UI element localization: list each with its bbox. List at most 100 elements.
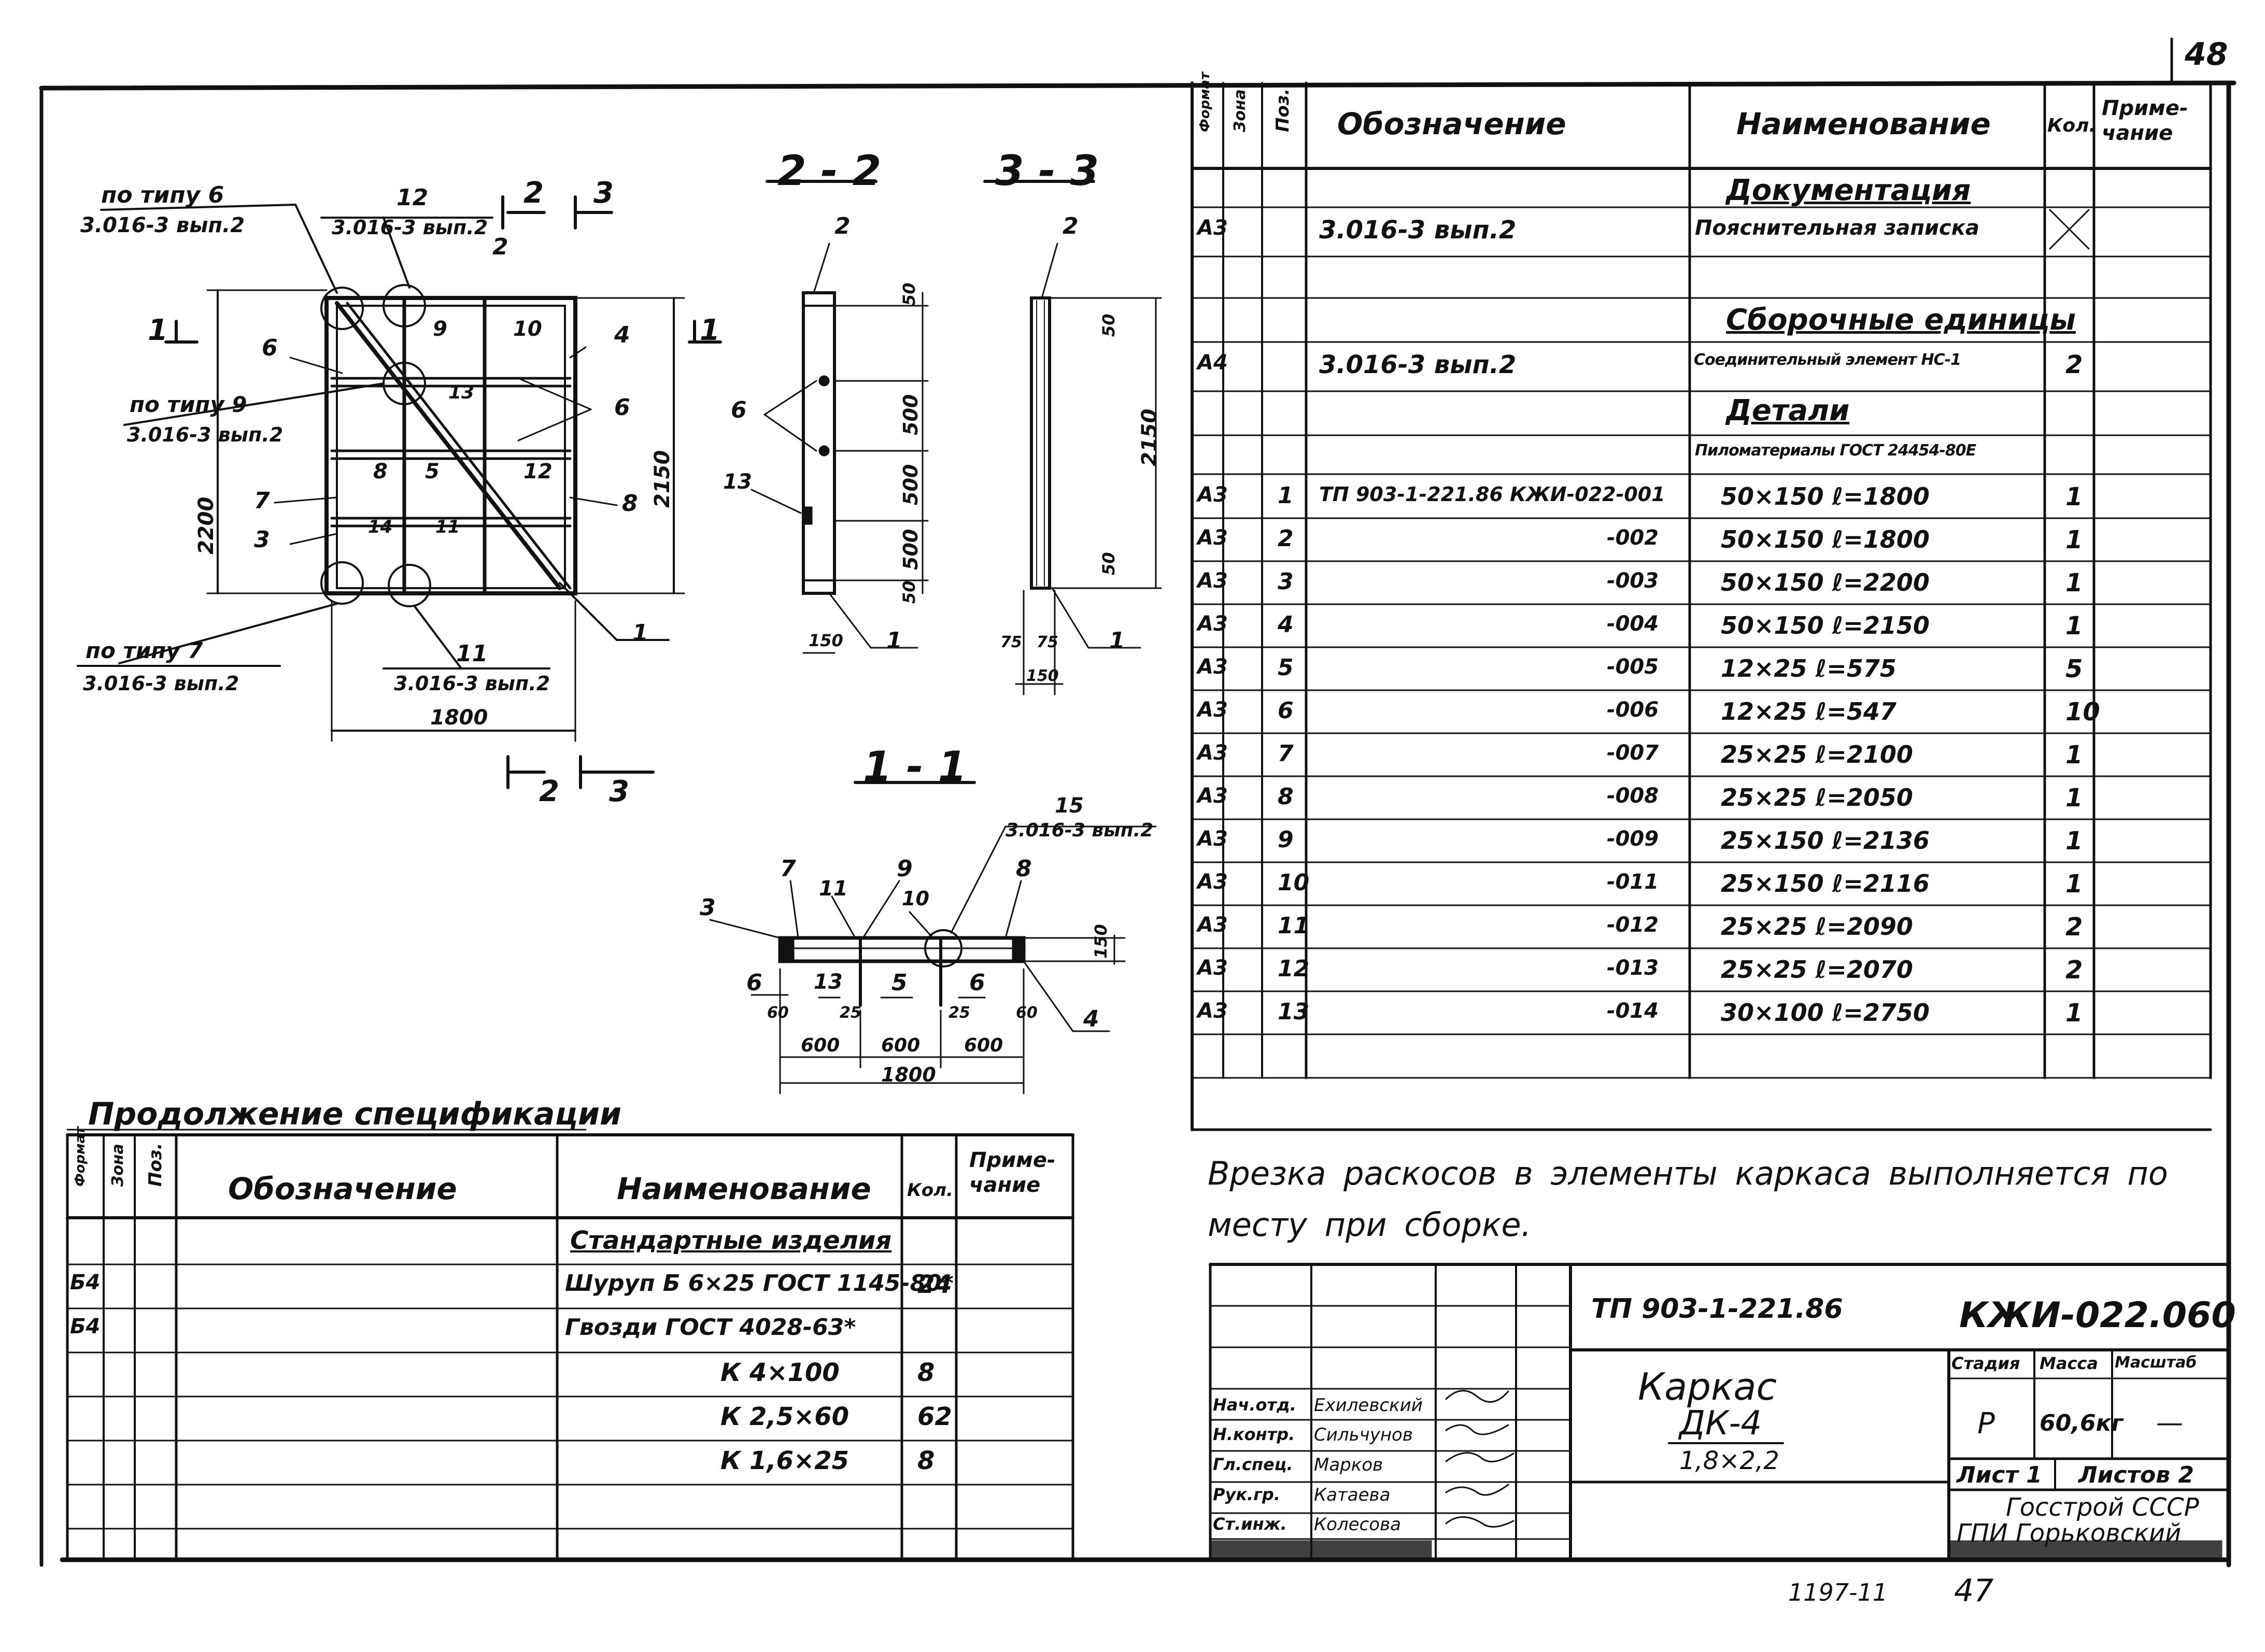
spec-cell-format: А3 [1197, 655, 1228, 679]
elev-pos-13: 13 [448, 382, 475, 403]
elev-pos-2: 2 [492, 234, 508, 260]
spec-cell-format: А3 [1197, 526, 1228, 550]
s11-label-4: 4 [1083, 1006, 1099, 1032]
spec-cell-name: 25×150 ℓ=2136 [1721, 827, 1930, 855]
spec-cell-pos: 8 [1278, 784, 1294, 810]
cont-cell-qty: 8 [917, 1446, 935, 1475]
s11-label-6a: 6 [746, 970, 762, 996]
spec-cell-pos: 11 [1278, 913, 1310, 939]
spec-cell-designation: -009 [1607, 827, 1659, 851]
s11-label-7: 7 [780, 856, 796, 882]
spec-cell-designation: -008 [1607, 784, 1659, 808]
title-line-1: Каркас [1638, 1365, 1777, 1408]
spec-cell-format: А3 [1197, 999, 1228, 1023]
spec-cell-designation: -002 [1607, 526, 1659, 550]
cont-cell-format: Б4 [70, 1271, 101, 1294]
cont-cell-name: К 2,5×60 [720, 1402, 849, 1431]
approval-role: Нач.отд. [1213, 1395, 1297, 1415]
marker-3-bottom: 3 [609, 775, 629, 808]
cont-cell-qty: 62 [917, 1402, 952, 1431]
approval-name: Сильчунов [1314, 1425, 1413, 1445]
spec-cell-qty: 1 [2065, 611, 2083, 640]
section-3-3 [983, 180, 1162, 695]
spec-cell-section: Сборочные единицы [1726, 303, 2076, 337]
spec-cell-pos: 2 [1278, 525, 1294, 552]
elev-pos-3: 3 [254, 526, 270, 553]
cont-cell-name: Шуруп Б 6×25 ГОСТ 1145-80* [565, 1270, 954, 1297]
spec-cell-designation: -004 [1607, 612, 1659, 636]
elev-pos-8a: 8 [373, 460, 388, 483]
spec-cell-designation: -006 [1607, 698, 1659, 722]
callout-type-2: 12 [397, 184, 429, 211]
elev-pos-7: 7 [254, 488, 270, 514]
spec-cell-designation: ТП 903-1-221.86 КЖИ-022-001 [1319, 483, 1665, 506]
s11-label-10: 10 [902, 887, 929, 910]
spec-cell-qty: 1 [2065, 525, 2083, 554]
spec-cell-qty: 1 [2065, 482, 2083, 511]
s11-label-3: 3 [700, 894, 716, 921]
spec-cell-name: 25×25 ℓ=2070 [1721, 956, 1913, 984]
section-title-1-1: 1 - 1 [863, 743, 967, 791]
spec-cell-format: А3 [1197, 784, 1228, 808]
spec-cell-qty: 5 [2065, 654, 2083, 683]
section-title-3-3: 3 - 3 [995, 147, 1099, 195]
spec-cell-pos: 4 [1278, 611, 1294, 638]
approval-role: Гл.спец. [1213, 1455, 1293, 1474]
spec-cell-pos: 10 [1278, 870, 1310, 896]
cont-cell-name: Гвозди ГОСТ 4028-63* [565, 1314, 856, 1341]
spec-cell-pos: 5 [1278, 654, 1294, 681]
spec-cell-designation: -007 [1607, 741, 1659, 765]
s11-dim-1: 60 [767, 1004, 789, 1022]
elev-pos-6a: 6 [262, 335, 278, 361]
spec-cell-pos: 12 [1278, 956, 1310, 982]
s11-label-8: 8 [1016, 856, 1032, 882]
section-2-2 [751, 180, 929, 654]
spec-cell-format: А3 [1197, 870, 1228, 894]
approval-name: Ехилевский [1314, 1395, 1423, 1416]
cont-cell-qty: 24 [917, 1270, 952, 1299]
stage-value: Р [1977, 1407, 1995, 1441]
s33-dim-2: 2150 [1138, 408, 1162, 466]
mass-label: Масса [2040, 1354, 2098, 1373]
spec-cell-qty: 1 [2065, 870, 2083, 899]
callout-type-6: 15 [1055, 794, 1084, 818]
spec-cell-name: 50×150 ℓ=2150 [1721, 611, 1930, 639]
spec-header-designation: Обозначение [1337, 106, 1566, 141]
approval-role: Н.контр. [1213, 1425, 1295, 1444]
stage-label: Стадия [1951, 1354, 2020, 1373]
spec-cell-format: А3 [1197, 956, 1228, 980]
elev-pos-4: 4 [614, 322, 630, 348]
title-block-grid [1209, 1263, 2230, 1561]
callout-type-4: по типу 7 [86, 638, 203, 663]
spec-cell-format: А3 [1197, 612, 1228, 636]
s11-label-5: 5 [891, 970, 908, 996]
spec-cell-name: 25×25 ℓ=2050 [1721, 784, 1913, 811]
continuation-table-grid [66, 1129, 1074, 1561]
s22-dim-3: 500 [899, 464, 922, 505]
s22-label-6: 6 [731, 397, 747, 423]
spec-cell-format: А3 [1197, 913, 1228, 937]
elev-pos-1: 1 [632, 620, 648, 646]
elev-pos-12: 12 [523, 460, 553, 483]
s11-dim-5: 150 [1091, 924, 1111, 959]
callout-ref-3: 3.016-3 вып.2 [127, 423, 284, 446]
spec-cell-name: 12×25 ℓ=547 [1721, 697, 1896, 725]
spec-cell-qty: 2 [2065, 350, 2083, 379]
spec-cell-pos: 6 [1278, 697, 1294, 724]
spec-cell-section: Детали [1726, 394, 1850, 428]
s22-dim-6: 150 [809, 631, 843, 650]
spec-cell-designation: -014 [1607, 999, 1659, 1023]
spec-cell-format: А3 [1197, 741, 1228, 765]
cont-cell-section: Стандартные изделия [570, 1226, 892, 1255]
sheet-frame [39, 37, 2236, 1568]
spec-cell-name: 50×150 ℓ=1800 [1721, 525, 1930, 553]
elev-dim-width: 1800 [430, 706, 488, 730]
approval-name: Катаева [1314, 1485, 1391, 1505]
callout-ref-5: 3.016-3 вып.2 [394, 672, 550, 695]
s11-dim-7: 600 [881, 1035, 921, 1056]
elev-pos-6b: 6 [614, 394, 630, 421]
spec-cell-designation: -005 [1607, 655, 1659, 679]
title-line-2: ДК-4 [1679, 1404, 1762, 1443]
drawing-code: КЖИ-022.060 [1959, 1295, 2236, 1336]
bottom-mark-right: 47 [1954, 1573, 1994, 1609]
